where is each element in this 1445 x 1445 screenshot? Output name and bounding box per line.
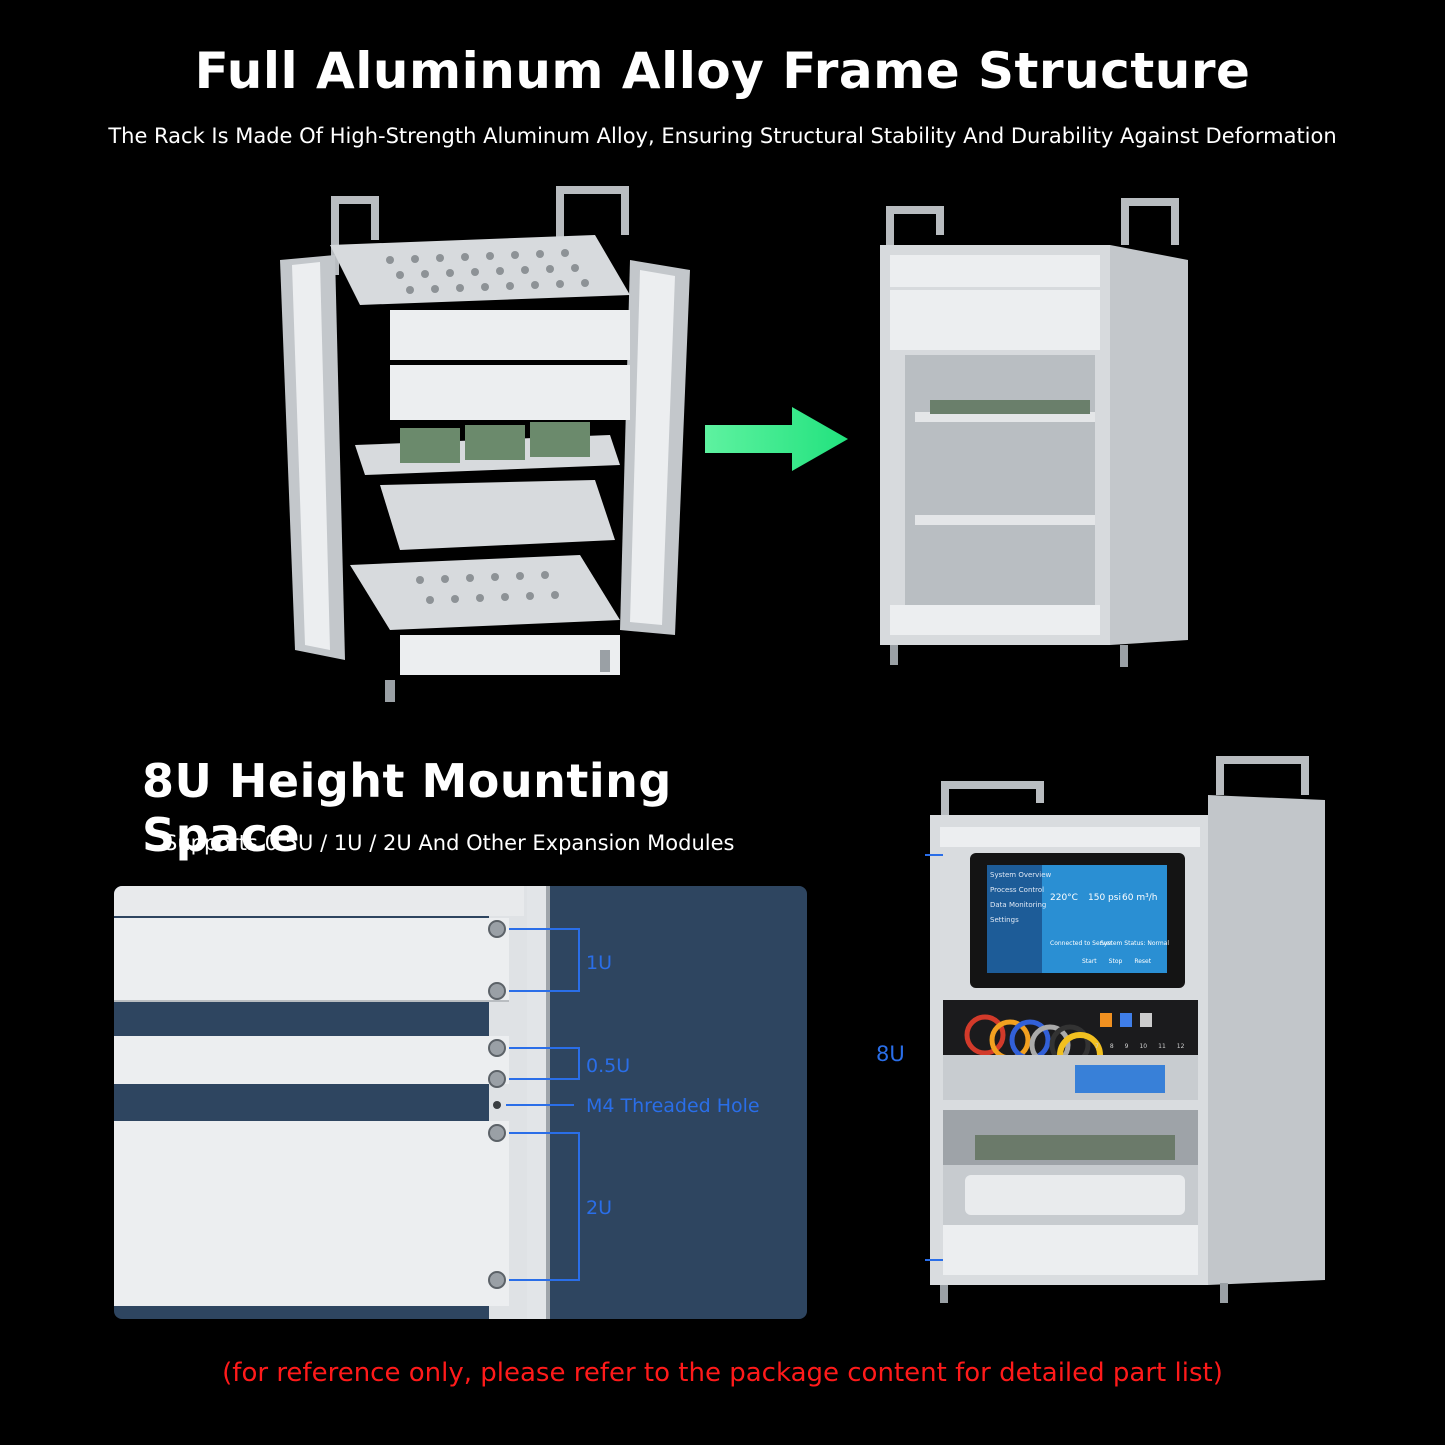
- section-subtitle: Supports 0.5U / 1U / 2U And Other Expans…: [164, 831, 735, 855]
- label-8u: 8U: [876, 1042, 905, 1066]
- port-number: 11: [1158, 1043, 1166, 1050]
- disclaimer-note: (for reference only, please refer to the…: [222, 1358, 1223, 1388]
- label-2u: 2U: [586, 1197, 612, 1219]
- stop-button: Stop: [1108, 958, 1123, 965]
- screen-connect-status: Connected to Server: [1050, 940, 1112, 947]
- screen-menu-item: System Overview: [990, 871, 1052, 879]
- page-title: Full Aluminum Alloy Frame Structure: [194, 42, 1251, 100]
- label-05u: 0.5U: [586, 1055, 631, 1077]
- label-m4-hole: M4 Threaded Hole: [586, 1095, 760, 1117]
- label-1u: 1U: [586, 952, 612, 974]
- reset-button: Reset: [1134, 958, 1152, 965]
- port-number: 10: [1139, 1043, 1148, 1050]
- section-title: 8U Height Mounting Space: [142, 754, 672, 862]
- port-number: 12: [1176, 1043, 1185, 1050]
- arrow-right-icon: [705, 407, 848, 471]
- screen-menu-item: Settings: [990, 916, 1019, 924]
- page-subtitle: The Rack Is Made Of High-Strength Alumin…: [108, 124, 1337, 148]
- populated-rack-illustration: [925, 756, 1325, 1303]
- patch-panel-port-numbers: 7 8 9 10 11 12: [1095, 1043, 1184, 1050]
- assembled-rack-illustration: [880, 198, 1188, 667]
- port-number: 7: [1095, 1043, 1099, 1050]
- screen-readout-temp: 220°C: [1050, 893, 1078, 903]
- touchscreen-ui: System Overview Process Control Data Mon…: [990, 868, 1170, 928]
- screen-system-status: System Status: Normal: [1100, 940, 1170, 947]
- screen-menu-item: Data Monitoring: [990, 901, 1047, 909]
- port-number: 9: [1124, 1043, 1129, 1050]
- screen-readout-flow: 60 m³/h: [1122, 893, 1158, 903]
- start-button: Start: [1082, 958, 1097, 965]
- screen-buttons: Start Stop Reset: [1082, 958, 1151, 965]
- mounting-closeup: [114, 886, 807, 1319]
- screen-menu-item: Process Control: [990, 886, 1045, 894]
- screen-readout-pressure: 150 psi: [1088, 893, 1121, 903]
- port-number: 8: [1109, 1043, 1114, 1050]
- exploded-rack-illustration: [280, 186, 690, 702]
